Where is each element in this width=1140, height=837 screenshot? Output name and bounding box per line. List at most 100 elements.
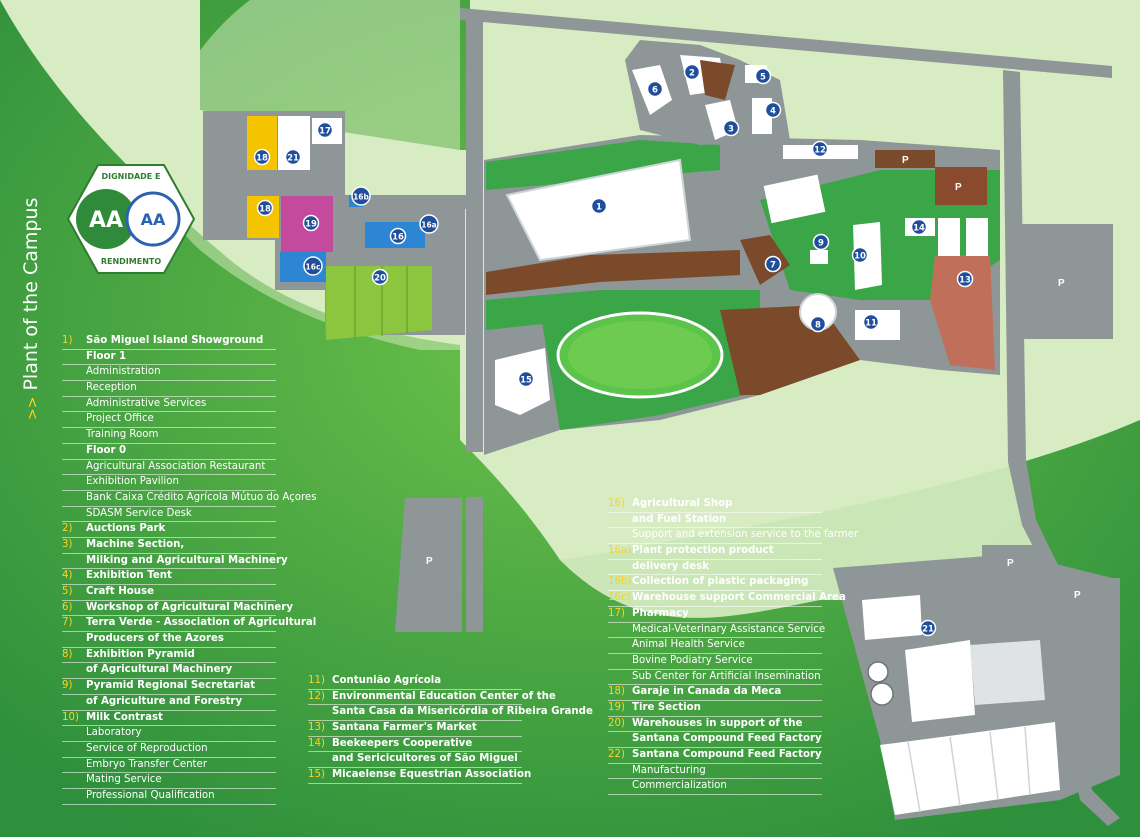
map-marker[interactable]: 16b: [351, 186, 371, 206]
map-marker[interactable]: 18: [253, 148, 271, 166]
marker-layer: 1234567891011121314151616a16b16c17181819…: [253, 63, 974, 637]
parking-factory-right: [1060, 578, 1120, 618]
legend-text: Professional Qualification: [86, 789, 215, 801]
map-marker[interactable]: 8: [809, 315, 827, 333]
legend-number: 15): [308, 769, 325, 781]
legend-item: 4)Exhibition Tent: [62, 569, 276, 585]
marker-circle: [722, 119, 740, 137]
marker-circle: [764, 255, 782, 273]
map-marker[interactable]: 1: [590, 197, 608, 215]
map-marker[interactable]: 20: [371, 268, 389, 286]
title-text: Plant of the Campus: [20, 197, 42, 391]
map-marker[interactable]: 17: [316, 121, 334, 139]
legend-text: Administration: [86, 366, 161, 378]
marker-circle: [956, 270, 974, 288]
marker-label: 21: [287, 153, 299, 163]
marker-circle: [303, 256, 323, 276]
legend-item: Manufacturing: [608, 764, 822, 780]
map-marker[interactable]: 3: [722, 119, 740, 137]
legend-text: Reception: [86, 382, 137, 394]
legend-text: Mating Service: [86, 774, 162, 786]
legend-item: Sub Center for Artificial Insemination: [608, 670, 822, 686]
map-marker[interactable]: 21: [919, 619, 937, 637]
marker-circle: [919, 619, 937, 637]
legend-item: 8)Exhibition Pyramid: [62, 648, 276, 664]
map-marker[interactable]: 16c: [303, 256, 323, 276]
map-marker[interactable]: 5: [754, 67, 772, 85]
soil-2: [700, 60, 735, 100]
map-marker[interactable]: 16: [389, 227, 407, 245]
legend-text: Micaelense Equestrian Association: [332, 769, 532, 781]
map-marker[interactable]: 16a: [419, 214, 439, 234]
marker-label: 6: [652, 85, 658, 95]
legend-text: Santa Casa da Misericórdia of Ribeira Gr…: [332, 706, 593, 718]
marker-label: 9: [818, 238, 824, 248]
logo: DIGNIDADE E RENDIMENTO AA AA: [66, 164, 196, 274]
legend-item: Reception: [62, 381, 276, 397]
marker-label: 1: [596, 202, 602, 212]
legend-text: Exhibition Pavilion: [86, 476, 179, 488]
legend-item: and Fuel Station: [608, 513, 822, 529]
factory-d-divider-3: [989, 731, 999, 801]
map-marker[interactable]: 9: [812, 233, 830, 251]
legend-text: Environmental Education Center of the: [332, 690, 556, 702]
legend-number: 8): [62, 648, 73, 660]
legend-item: Support and extension service to the far…: [608, 528, 858, 545]
map-marker[interactable]: 7: [764, 255, 782, 273]
legend-text: Tire Section: [632, 701, 701, 713]
legend-item: SDASM Service Desk: [62, 507, 276, 523]
map-marker[interactable]: 15: [517, 370, 535, 388]
map-marker[interactable]: 4: [764, 101, 782, 119]
parking-label: P: [1007, 558, 1014, 569]
building-9: [810, 250, 828, 264]
legend-text: Craft House: [86, 586, 154, 597]
legend-text: Garaje in Canada da Meca: [632, 686, 782, 698]
marker-circle: [910, 218, 928, 236]
map-marker[interactable]: 6: [646, 80, 664, 98]
map-marker[interactable]: 13: [956, 270, 974, 288]
road-top: [460, 8, 1112, 78]
map-marker[interactable]: 19: [302, 214, 320, 232]
legend-text: Pyramid Regional Secretariat: [86, 680, 256, 692]
marker-circle: [646, 80, 664, 98]
legend-text: Workshop of Agricultural Machinery: [86, 601, 293, 613]
map-marker[interactable]: 18: [256, 199, 274, 217]
legend-text: and Fuel Station: [632, 513, 727, 525]
marker-label: 12: [814, 145, 826, 155]
legend-text: Bovine Podiatry Service: [632, 654, 753, 666]
legend-item: 2)Auctions Park: [62, 522, 276, 538]
map-marker[interactable]: 14: [910, 218, 928, 236]
legend-text: Plant protection product: [632, 545, 774, 557]
legend-text: Warehouse support Commercial Area: [632, 592, 846, 604]
map-marker[interactable]: 11: [862, 313, 880, 331]
legend-text: Embryo Transfer Center: [86, 758, 208, 770]
marker-circle: [809, 315, 827, 333]
marker-circle: [351, 186, 371, 206]
legend-item: Exhibition Pavilion: [62, 475, 276, 491]
legend-text: Service of Reproduction: [86, 742, 208, 754]
legend-item: and Sericicultores of São Miguel: [308, 752, 522, 769]
legend-item: Embryo Transfer Center: [62, 758, 276, 774]
legend-number: 16): [608, 498, 625, 509]
marker-label: 18: [256, 153, 268, 163]
legend-number: 2): [62, 523, 73, 535]
marker-label: 3: [728, 124, 734, 134]
legend-item: Administrative Services: [62, 397, 276, 413]
logo-ring-right: [125, 191, 181, 247]
map-marker[interactable]: 2: [683, 63, 701, 81]
parking-label: P: [955, 182, 962, 193]
legend-item: 9)Pyramid Regional Secretariat: [62, 679, 276, 695]
factory-building-d: [880, 722, 1060, 815]
legend-item: 13)Santana Farmer's Market: [308, 721, 522, 737]
legend-number: 1): [62, 335, 73, 346]
marker-label: 17: [319, 126, 331, 136]
parking-right: [1015, 224, 1113, 339]
legend-item: Project Office: [62, 412, 276, 429]
legend-text: Commercialization: [632, 780, 727, 792]
legend-item: Animal Health Service: [608, 638, 822, 654]
map-marker[interactable]: 21: [284, 148, 302, 166]
legend-item: Floor 0: [62, 444, 276, 460]
map-marker[interactable]: 10: [851, 246, 869, 264]
map-marker[interactable]: 12: [811, 140, 829, 158]
